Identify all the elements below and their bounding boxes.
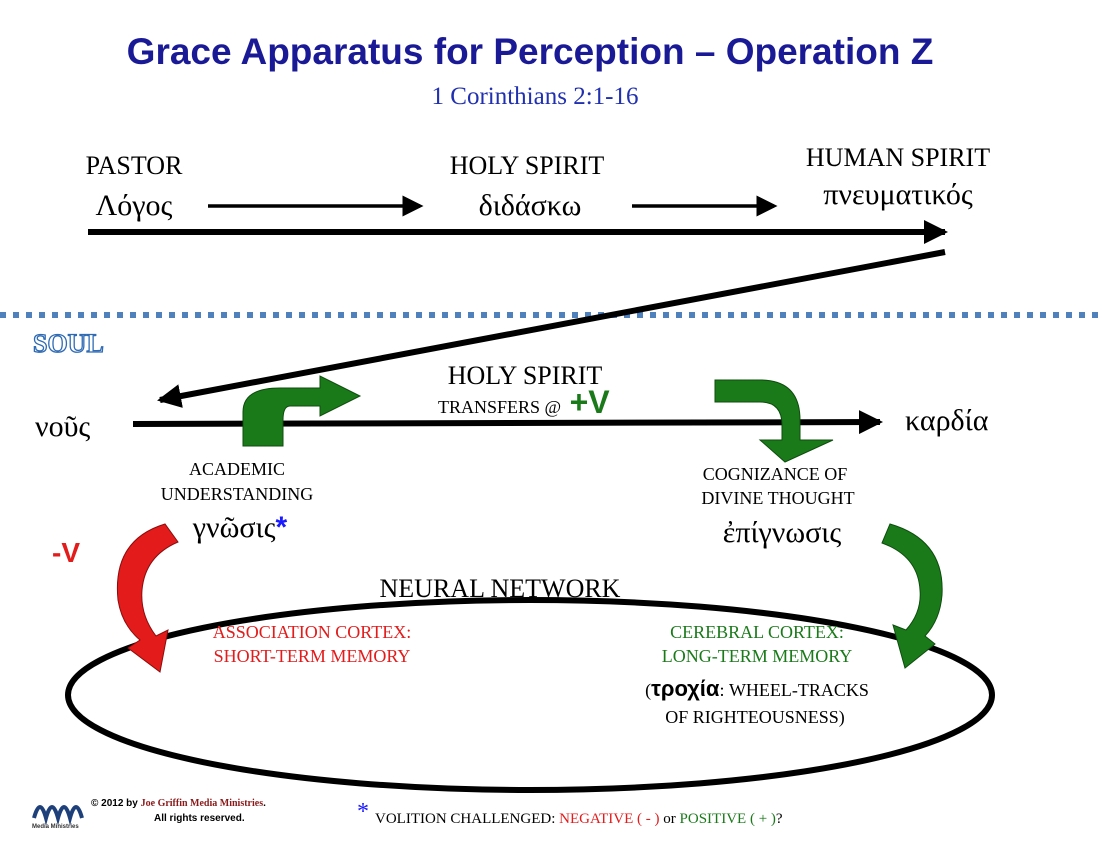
rights-reserved: All rights reserved.: [154, 813, 245, 824]
soul-holy-spirit: HOLY SPIRIT: [448, 361, 603, 390]
nous: νοῦς: [35, 410, 90, 443]
minus-v: -V: [52, 537, 80, 568]
human-spirit-greek: πνευματικός: [823, 178, 973, 211]
neural-network-title: NEURAL NETWORK: [380, 574, 621, 603]
pastor-label: PASTOR: [86, 151, 183, 180]
trochia-line2: OF RIGHTEOUSNESS): [665, 707, 845, 728]
media-ministries-logo: Media Ministries: [32, 805, 84, 830]
association-line2: SHORT-TERM MEMORY: [214, 646, 411, 666]
holy-spirit-label: HOLY SPIRIT: [450, 151, 605, 180]
academic-line1: ACADEMIC: [189, 459, 285, 479]
subtitle: 1 Corinthians 2:1-16: [432, 83, 639, 110]
diagonal-arrow-to-nous: [157, 249, 946, 408]
epignosis: ἐπίγνωσις: [723, 516, 842, 549]
cognizance-line1: COGNIZANCE OF: [703, 464, 848, 484]
cognizance-line2: DIVINE THOUGHT: [701, 488, 854, 508]
academic-line2: UNDERSTANDING: [161, 484, 314, 504]
trochia-line1: (τροχία: WHEEL-TRACKS: [645, 676, 869, 701]
soul-label: SOUL: [33, 329, 104, 358]
cerebral-line1: CEREBRAL CORTEX:: [670, 622, 844, 642]
neural-network-ellipse: [65, 597, 995, 793]
green-curved-arrow-down: [714, 379, 834, 463]
transfers-label: TRANSFERS @ +V: [438, 384, 610, 420]
green-curved-arrow-right: [881, 523, 943, 669]
page-title: Grace Apparatus for Perception – Operati…: [127, 31, 934, 72]
copyright: © 2012 by Joe Griffin Media Ministries.: [91, 798, 266, 809]
human-spirit-label: HUMAN SPIRIT: [806, 143, 990, 172]
gnosis: γνῶσις*: [192, 511, 288, 544]
plus-v: +V: [570, 384, 611, 420]
note-asterisk: *: [357, 799, 369, 825]
green-curved-arrow-up: [242, 375, 362, 447]
association-line1: ASSOCIATION CORTEX:: [213, 622, 411, 642]
cerebral-line2: LONG-TERM MEMORY: [662, 646, 853, 666]
holy-spirit-greek: διδάσκω: [479, 189, 582, 222]
red-curved-arrow: [116, 523, 179, 673]
kardia: καρδία: [905, 404, 989, 437]
volition-note: *VOLITION CHALLENGED: NEGATIVE ( - ) or …: [357, 799, 783, 827]
svg-text:Media Ministries: Media Ministries: [32, 824, 79, 830]
pastor-greek: Λόγος: [96, 189, 173, 222]
asterisk: *: [276, 511, 288, 544]
